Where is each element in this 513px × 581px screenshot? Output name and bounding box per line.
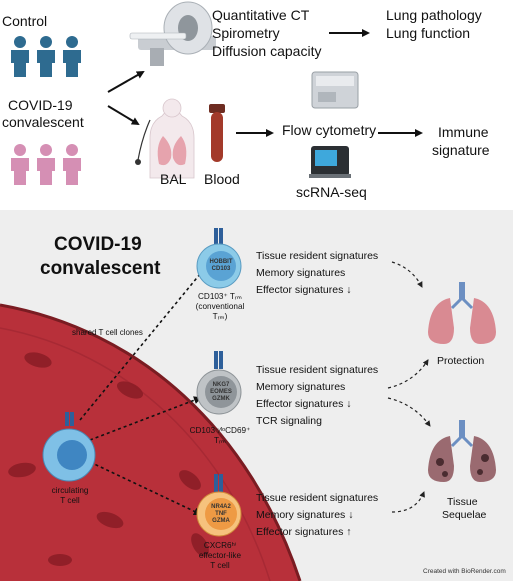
cell2-to-protection-arrow [387,359,429,389]
cell3-caption-3: T cell [210,561,230,570]
covid-label-line1: COVID-19 [8,97,73,113]
covid-people-icon [11,144,81,185]
cell1-marker-1: HOBBIT [209,259,233,265]
biorender-credit: Created with BioRender.com [423,568,506,575]
cell1-signature-3: Effector signatures ↓ [256,284,352,296]
bottom-title-2: convalescent [40,258,161,279]
red-blood-cells [8,352,209,566]
cell2-signature-4: TCR signaling [256,415,322,427]
blood-tube-icon [209,104,225,162]
protection-lung-icon [428,282,496,344]
cell3-signature-2: Memory signatures ↓ [256,509,354,521]
protection-label: Protection [437,355,485,367]
bal-label: BAL [160,171,187,187]
cell1-marker-2: CD103 [211,266,231,272]
sequelae-label-2: Sequelae [442,509,487,521]
t-cell-1 [196,228,242,289]
control-people-icon [11,36,81,77]
lung-outcome-2: Lung function [386,25,471,41]
cell2-to-sequelae-arrow [387,397,431,427]
immune-label-2: signature [432,142,490,158]
arrow-to-bal [107,105,140,126]
cell1-signature-2: Memory signatures [256,267,346,279]
sequelae-lung-icon [428,420,496,482]
clone-arrow-to-cell3 [89,461,202,516]
cell3-marker-3: GZMA [212,518,230,524]
cell2-caption-2: Tᵣₘ [213,436,227,445]
cell3-marker-1: NR4A2 [211,504,231,510]
cell1-caption-2: (conventional [195,302,245,311]
circulating-label-1: circulating [51,486,89,495]
cell1-caption-3: Tᵣₘ) [212,312,228,321]
bal-body-icon [135,98,195,179]
cell3-caption-2: effector-like [198,551,242,560]
ct-line-3: Diffusion capacity [212,43,322,59]
ct-line-1: Quantitative CT [212,7,310,23]
blood-label: Blood [204,171,240,187]
ct-scanner-icon [129,1,216,66]
cell2-marker-2: EOMES [210,389,232,395]
cell2-signature-1: Tissue resident signatures [256,364,379,376]
flow-cytometry-label: Flow cytometry [282,122,377,138]
cell1-caption-1: CD103⁺ Tᵣₘ [198,292,242,301]
circulating-label-2: T cell [60,496,80,505]
circulating-t-cell [42,412,96,482]
cell1-to-protection-arrow [391,261,423,288]
cell3-signature-3: Effector signatures ↑ [256,526,352,538]
cell2-signature-2: Memory signatures [256,381,346,393]
cell2-marker-3: GZMK [212,396,230,402]
lung-outcome-1: Lung pathology [386,7,482,23]
bottom-title-1: COVID-19 [54,234,142,255]
shared-clones-label: shared T cell clones [72,328,143,337]
cell1-signature-1: Tissue resident signatures [256,250,379,262]
control-label: Control [2,13,48,29]
clone-arrow-to-cell1 [79,266,207,421]
flow-cytometer-icon [311,71,359,109]
sequelae-label-1: Tissue [447,496,478,508]
clone-arrow-to-cell2 [89,396,202,441]
cell2-marker-1: NKG7 [212,382,230,388]
t-cell-2 [196,351,242,415]
covid-label-line2: convalescent [2,114,84,130]
cell2-signature-3: Effector signatures ↓ [256,398,352,410]
cell2-caption-1: CD103⁻⁄ˡᵒCD69⁺ [189,426,251,435]
cell3-signature-1: Tissue resident signatures [256,492,379,504]
t-cell-3 [196,474,242,537]
cell3-caption-1: CXCR6ʰⁱ [203,541,237,550]
ct-line-2: Spirometry [212,25,280,41]
cell3-to-sequelae-arrow [391,491,425,513]
scrna-seq-instrument-icon [309,146,351,178]
arrow-to-ct [107,71,145,93]
scrna-seq-label: scRNA-seq [296,184,367,200]
cell3-marker-2: TNF [215,511,227,517]
immune-label-1: Immune [438,124,489,140]
